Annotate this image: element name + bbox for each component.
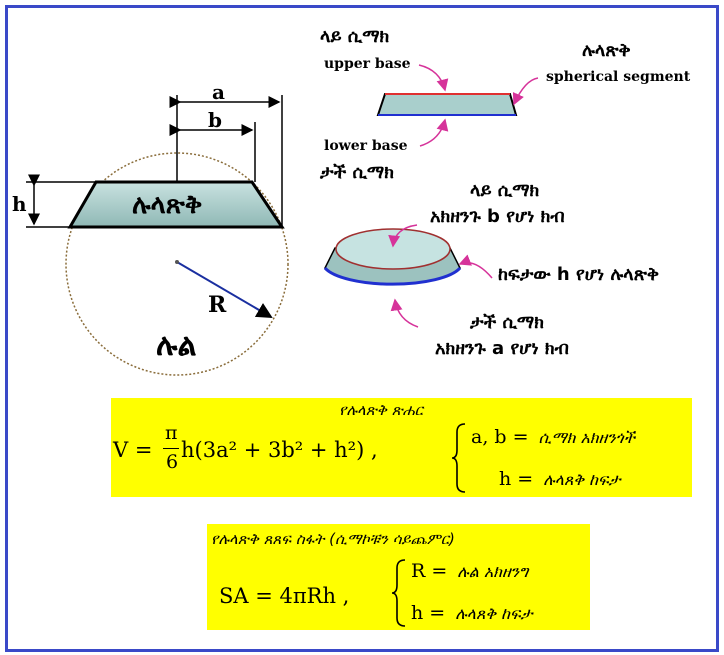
def-R-var: R = — [411, 560, 448, 582]
lower-disk-line1: ታች ሲማክ — [470, 312, 544, 333]
lower-base-en: lower base — [324, 138, 408, 154]
volume-rhs: h(3a² + 3b² + h²) , — [181, 438, 378, 462]
upper-base-am: ላይ ሲማክ — [320, 26, 390, 47]
def-h-text: ሉላጸቅ ከፍታ — [455, 604, 533, 623]
area-title: የሉላጽቅ ጸጸፍ ስፋት (ሲማኮቹን ሳይጨምር) — [211, 530, 455, 548]
upper-base-disk — [335, 228, 451, 270]
segment-en: spherical segment — [546, 69, 691, 85]
def-h-row: h = ሉላጸቅ ከፍታ — [499, 468, 621, 490]
def-ab-row: a, b = ሲማክ አክዘንጎች — [471, 426, 635, 448]
def-h-text: ሉላጸቅ ከፍታ — [543, 470, 621, 489]
six-denominator: 6 — [166, 451, 179, 473]
label-a: a — [212, 80, 225, 104]
surface-area-box: የሉላጽቅ ጸጸፍ ስፋት (ሲማኮቹን ሳይጨምር) SA = 4πRh , … — [207, 524, 590, 630]
label-h: h — [12, 192, 27, 216]
volume-box: የሉላጽቅ ጽሐር V = π 6 h(3a² + 3b² + h²) , a,… — [111, 398, 692, 497]
brace-icon — [451, 423, 466, 493]
def-ab-var: a, b = — [471, 426, 529, 448]
lower-base-am: ታች ሲማክ — [320, 162, 394, 183]
upper-disk-line2: አክዘንጉ b የሆነ ክብ — [430, 206, 565, 227]
sphere-label: ሉል — [156, 328, 197, 363]
def-h-row: h = ሉላጸቅ ከፍታ — [411, 602, 533, 624]
lower-disk-line2: አክዘንጉ a የሆነ ክብ — [435, 338, 569, 359]
def-R-text: ሉል አክዘንግ — [457, 562, 529, 581]
label-b: b — [208, 108, 222, 132]
blue-frame — [5, 5, 719, 652]
brace-icon — [391, 559, 406, 627]
volume-title: የሉላጽቅ ጽሐር — [339, 401, 423, 419]
thin-segment — [376, 93, 518, 116]
upper-disk-line1: ላይ ሲማክ — [470, 180, 540, 201]
def-h-var: h = — [499, 468, 534, 490]
def-ab-text: ሲማክ አክዘንጎች — [538, 428, 635, 447]
segment-am: ሉላጽቅ — [582, 40, 631, 61]
def-R-row: R = ሉል አክዘንግ — [411, 560, 528, 582]
upper-base-en: upper base — [324, 56, 411, 72]
volume-lhs: V = — [113, 438, 153, 462]
height-label: ከፍታው h የሆነ ሉላጽቅ — [498, 264, 660, 285]
pi-numerator: π — [165, 422, 178, 444]
label-R: R — [208, 292, 227, 318]
fraction-bar — [163, 448, 179, 449]
sphere-outline — [65, 152, 289, 376]
radius-line — [176, 261, 273, 319]
def-h-var: h = — [411, 602, 446, 624]
segment-label: ሉላጽቅ — [132, 190, 203, 220]
area-formula: SA = 4πRh , — [219, 584, 350, 608]
